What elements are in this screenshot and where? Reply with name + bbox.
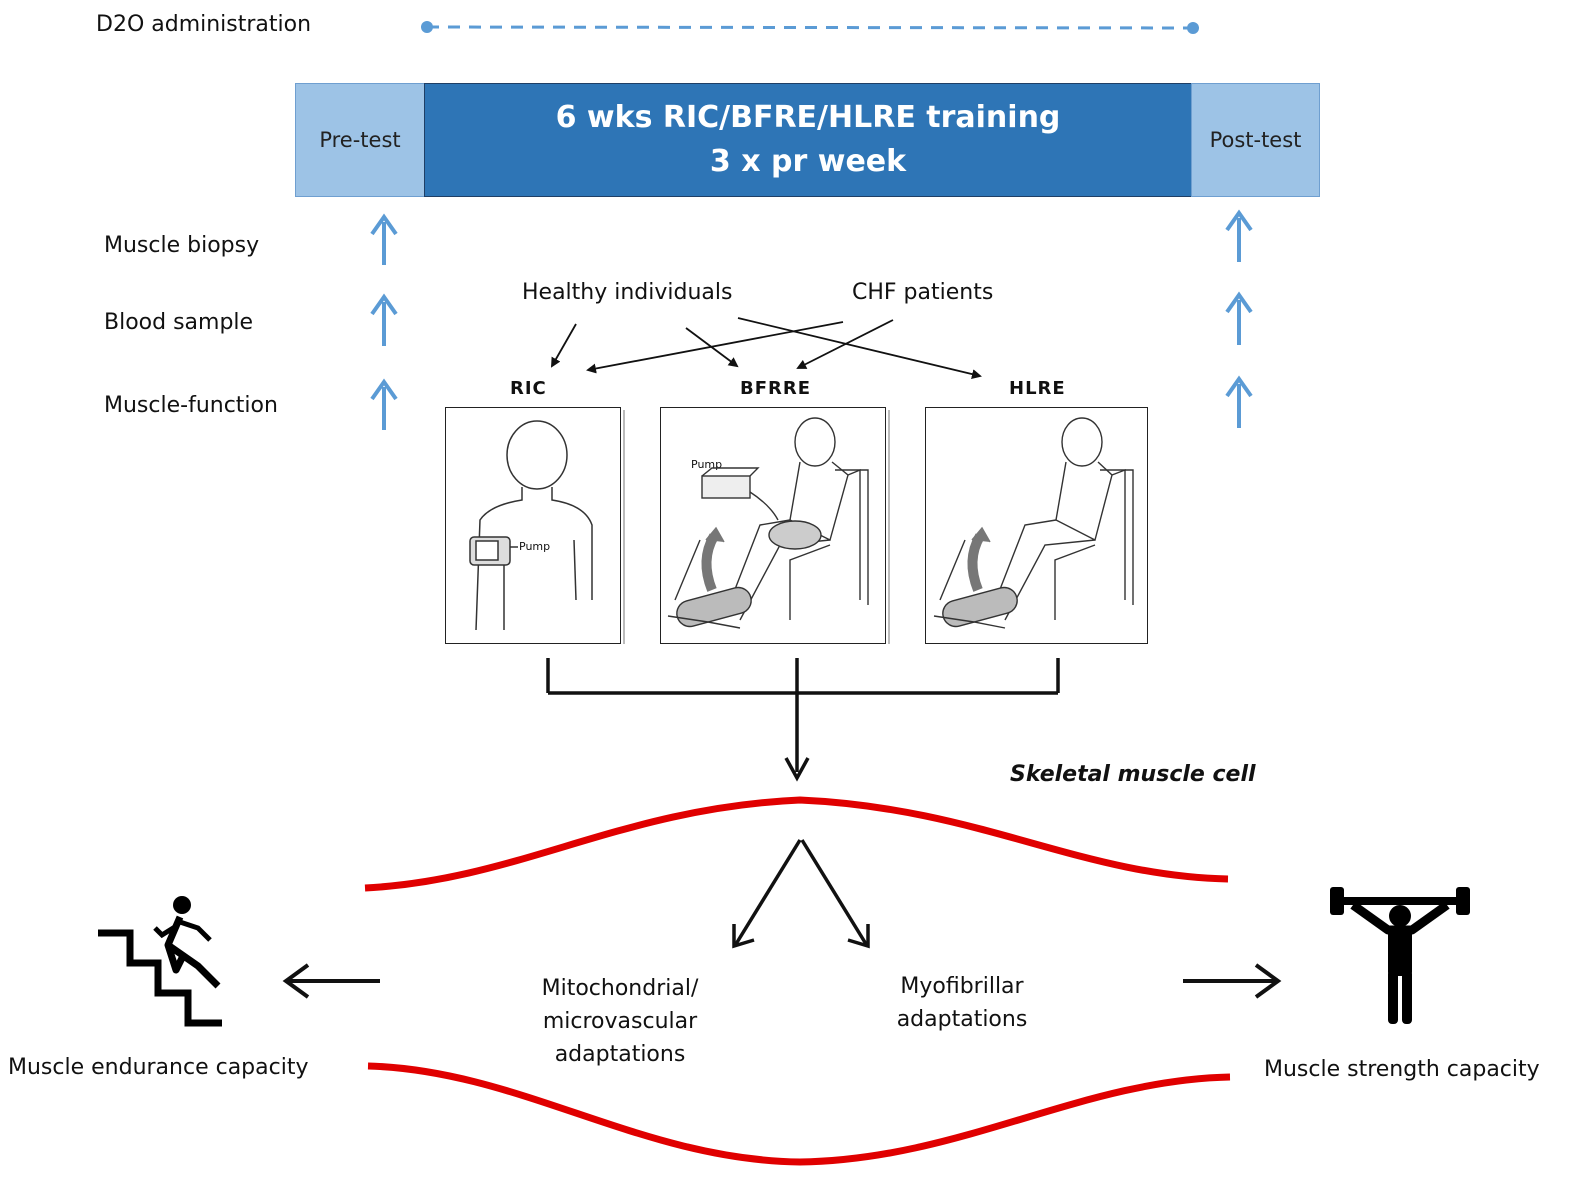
mito-line1: Mitochondrial/ xyxy=(541,976,699,1001)
skeletal-muscle-cell-label: Skeletal muscle cell xyxy=(1010,762,1256,787)
post-test-arrow-blood xyxy=(1225,291,1253,345)
measurement-muscle-function: Muscle-function xyxy=(104,393,278,418)
cell-membrane-bottom xyxy=(367,1062,1231,1166)
pre-test-arrow-biopsy xyxy=(370,213,398,265)
allocation-arrows xyxy=(551,317,982,379)
bfrre-person-illustration xyxy=(667,417,869,629)
strength-capacity-label: Muscle strength capacity xyxy=(1264,1057,1540,1082)
mito-adaptations-label: Mitochondrial/ microvascular adaptations xyxy=(510,972,730,1071)
mito-line2: microvascular xyxy=(542,1009,698,1034)
population-chf: CHF patients xyxy=(852,280,994,305)
pre-test-label: Pre-test xyxy=(319,128,401,152)
training-period-line1: 6 wks RIC/BFRE/HLRE training xyxy=(555,100,1061,135)
pump-label-ric: Pump xyxy=(519,540,551,553)
post-test-arrow-function xyxy=(1225,375,1253,428)
mito-line3: adaptations xyxy=(554,1042,686,1067)
measurement-blood-sample: Blood sample xyxy=(104,310,254,335)
population-healthy: Healthy individuals xyxy=(522,280,733,305)
endurance-capacity-label: Muscle endurance capacity xyxy=(8,1055,309,1080)
post-test-label: Post-test xyxy=(1209,128,1302,152)
arrow-to-endurance xyxy=(282,963,380,999)
myo-line1: Myofibrillar xyxy=(900,974,1024,999)
training-period-line2: 3 x pr week xyxy=(709,144,907,179)
post-test-arrow-biopsy xyxy=(1225,209,1253,262)
arrow-to-strength xyxy=(1183,963,1282,999)
group-title-hlre: HLRE xyxy=(1009,378,1066,399)
myo-line2: adaptations xyxy=(896,1007,1028,1032)
hlre-person-illustration xyxy=(933,417,1134,629)
measurement-muscle-biopsy: Muscle biopsy xyxy=(104,233,260,258)
cell-membrane-top xyxy=(364,796,1229,892)
training-period-box: 6 wks RIC/BFRE/HLRE training 3 x pr week xyxy=(424,83,1192,197)
d2o-label: D2O administration xyxy=(96,12,312,37)
pre-test-box: Pre-test xyxy=(295,83,425,197)
weightlifter-icon xyxy=(1330,887,1470,1024)
d2o-dashed-line xyxy=(421,21,1199,34)
merge-bracket xyxy=(546,658,1060,782)
group-title-ric: RIC xyxy=(510,378,547,399)
post-test-box: Post-test xyxy=(1191,83,1320,197)
ric-person-illustration xyxy=(469,420,593,631)
group-title-bfrre: BFRRE xyxy=(740,378,812,399)
split-arrows xyxy=(732,839,870,949)
pre-test-arrow-blood xyxy=(370,293,398,346)
pre-test-arrow-function xyxy=(370,378,398,430)
stair-runner-icon xyxy=(98,896,222,1027)
myo-adaptations-label: Myofibrillar adaptations xyxy=(862,970,1062,1036)
